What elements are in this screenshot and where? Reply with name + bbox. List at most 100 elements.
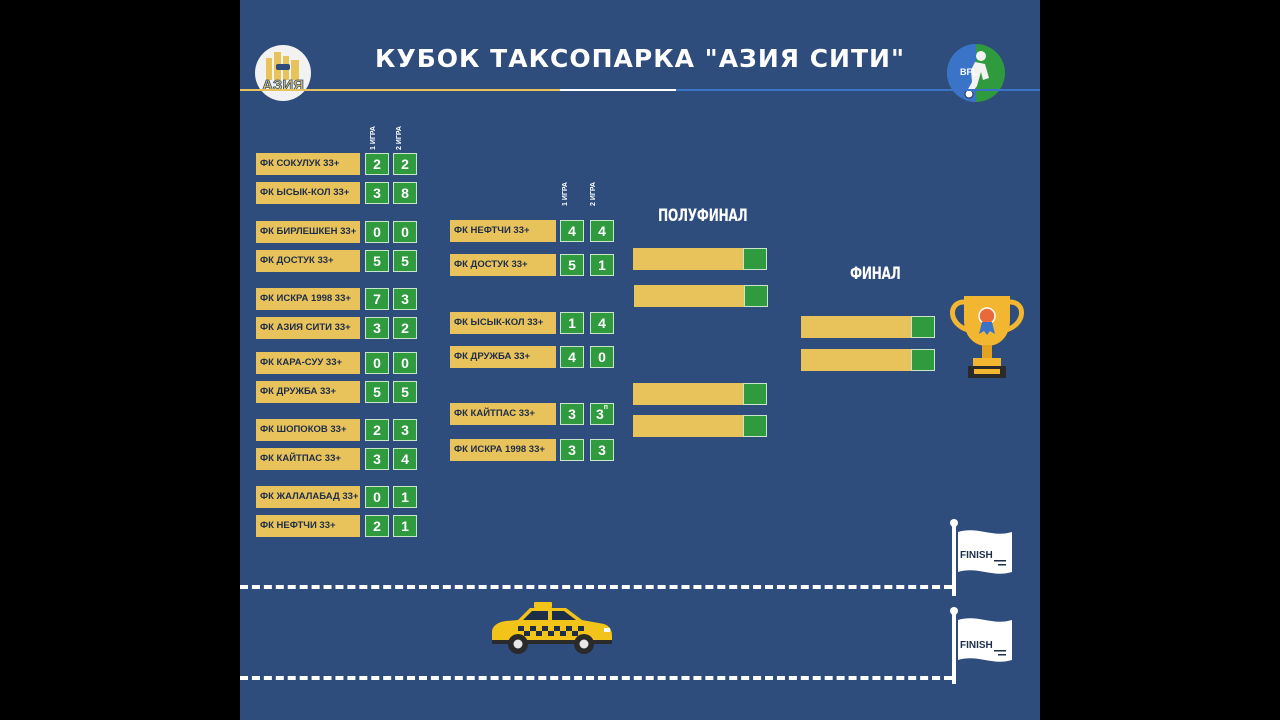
- team-row: ФК КАЙТПАС 33+ 3 4: [256, 448, 418, 470]
- header-divider: [560, 89, 676, 91]
- finish-label: FINISH: [960, 640, 993, 651]
- score-game-1: 0: [365, 221, 389, 243]
- column-header-game-1: 1 ИГРА: [562, 182, 569, 206]
- team-row: ФК ЫСЫК-КОЛ 33+ 1 4: [450, 312, 616, 334]
- team-name: ФК СОКУЛУК 33+: [256, 153, 360, 175]
- svg-text:АЗИЯ: АЗИЯ: [262, 77, 304, 94]
- team-name: ФК ЫСЫК-КОЛ 33+: [450, 312, 556, 334]
- team-name: ФК НЕФТЧИ 33+: [450, 220, 556, 242]
- team-row: ФК ИСКРА 1998 33+ 3 3: [450, 439, 616, 461]
- team-name: ФК ЫСЫК-КОЛ 33+: [256, 182, 360, 204]
- team-name: ФК ДРУЖБА 33+: [256, 381, 360, 403]
- team-row: ФК ДРУЖБА 33+ 5 5: [256, 381, 418, 403]
- team-name: ФК БИРЛЕШКЕН 33+: [256, 221, 360, 243]
- team-row: ФК ЖАЛАЛАБАД 33+ 0 1: [256, 486, 418, 508]
- semifinal-slot: [633, 415, 767, 437]
- finish-label: FINISH: [960, 550, 993, 561]
- score-game-2: 1: [393, 486, 417, 508]
- score-game-1: 5: [365, 381, 389, 403]
- team-name: ФК АЗИЯ СИТИ 33+: [256, 317, 360, 339]
- score-value: 3: [595, 406, 604, 422]
- svg-text:BFL: BFL: [960, 67, 978, 77]
- team-name: ФК НЕФТЧИ 33+: [256, 515, 360, 537]
- score-game-1: 5: [365, 250, 389, 272]
- score-game-2: 3: [393, 288, 417, 310]
- semifinal-slot: [633, 248, 767, 270]
- semifinal-slot: [634, 285, 768, 307]
- score-game-1: 0: [365, 352, 389, 374]
- column-header-game-1: 1 ИГРА: [370, 126, 377, 150]
- team-name: ФК КАРА-СУУ 33+: [256, 352, 360, 374]
- team-name-empty: [801, 349, 911, 371]
- score-game-1: 7: [365, 288, 389, 310]
- score-game-1: 5: [560, 254, 584, 276]
- team-name: ФК ИСКРА 1998 33+: [450, 439, 556, 461]
- score-empty: [743, 415, 767, 437]
- team-name: ФК ШОПОКОВ 33+: [256, 419, 360, 441]
- score-game-2: 8: [393, 182, 417, 204]
- score-game-2: 3: [393, 419, 417, 441]
- semifinal-slot: [633, 383, 767, 405]
- column-header-game-2: 2 ИГРА: [396, 126, 403, 150]
- score-game-1: 3: [365, 448, 389, 470]
- score-game-2: 1: [393, 515, 417, 537]
- score-game-1: 2: [365, 153, 389, 175]
- score-game-2: 3: [590, 439, 614, 461]
- team-name: ФК ДОСТУК 33+: [450, 254, 556, 276]
- header-divider: [676, 89, 1040, 91]
- team-name: ФК ЖАЛАЛАБАД 33+: [256, 486, 360, 508]
- semifinal-label: ПОЛУФИНАЛ: [658, 206, 748, 226]
- header-divider: [240, 89, 560, 91]
- team-row: ФК КАЙТПАС 33+ 3 3п: [450, 403, 616, 425]
- score-game-1: 4: [560, 346, 584, 368]
- team-name: ФК КАЙТПАС 33+: [256, 448, 360, 470]
- team-row: ФК ДОСТУК 33+ 5 5: [256, 250, 418, 272]
- score-game-1: 2: [365, 419, 389, 441]
- score-game-2: 3п: [590, 403, 614, 425]
- team-row: ФК СОКУЛУК 33+ 2 2: [256, 153, 418, 175]
- score-game-1: 2: [365, 515, 389, 537]
- bfl-logo: BFL: [945, 42, 1007, 104]
- team-name: ФК ДОСТУК 33+: [256, 250, 360, 272]
- team-row: ФК КАРА-СУУ 33+ 0 0: [256, 352, 418, 374]
- trophy-icon: [946, 290, 1028, 386]
- score-game-1: 1: [560, 312, 584, 334]
- score-game-2: 2: [393, 317, 417, 339]
- team-row: ФК ДРУЖБА 33+ 4 0: [450, 346, 616, 368]
- score-game-2: 4: [393, 448, 417, 470]
- bracket-poster: АЗИЯ КУБОК ТАКСОПАРКА "АЗИЯ СИТИ" BFL 1 …: [240, 0, 1040, 720]
- taxi-icon: [488, 600, 614, 658]
- team-name: ФК КАЙТПАС 33+: [450, 403, 556, 425]
- team-name: ФК ДРУЖБА 33+: [450, 346, 556, 368]
- team-row: ФК ЫСЫК-КОЛ 33+ 3 8: [256, 182, 418, 204]
- team-name-empty: [633, 248, 743, 270]
- team-name-empty: [801, 316, 911, 338]
- team-name-empty: [633, 415, 743, 437]
- team-row: ФК НЕФТЧИ 33+ 2 1: [256, 515, 418, 537]
- road-line-bottom: [240, 676, 952, 680]
- finish-flag-icon: FINISH: [948, 606, 1016, 688]
- score-game-1: 3: [560, 403, 584, 425]
- score-game-2: 4: [590, 312, 614, 334]
- score-game-1: 3: [365, 182, 389, 204]
- score-empty: [911, 316, 935, 338]
- penalty-mark: п: [603, 404, 609, 411]
- team-name-empty: [634, 285, 744, 307]
- team-row: ФК ДОСТУК 33+ 5 1: [450, 254, 616, 276]
- team-row: ФК НЕФТЧИ 33+ 4 4: [450, 220, 616, 242]
- team-row: ФК АЗИЯ СИТИ 33+ 3 2: [256, 317, 418, 339]
- team-row: ФК ШОПОКОВ 33+ 2 3: [256, 419, 418, 441]
- score-empty: [743, 248, 767, 270]
- team-name: ФК ИСКРА 1998 33+: [256, 288, 360, 310]
- score-game-1: 3: [560, 439, 584, 461]
- finish-flag-icon: FINISH: [948, 518, 1016, 600]
- final-label: ФИНАЛ: [850, 264, 901, 284]
- score-game-1: 0: [365, 486, 389, 508]
- score-game-2: 4: [590, 220, 614, 242]
- score-game-2: 5: [393, 381, 417, 403]
- score-game-2: 0: [393, 352, 417, 374]
- score-empty: [911, 349, 935, 371]
- score-empty: [744, 285, 768, 307]
- score-empty: [743, 383, 767, 405]
- final-slot: [801, 316, 935, 338]
